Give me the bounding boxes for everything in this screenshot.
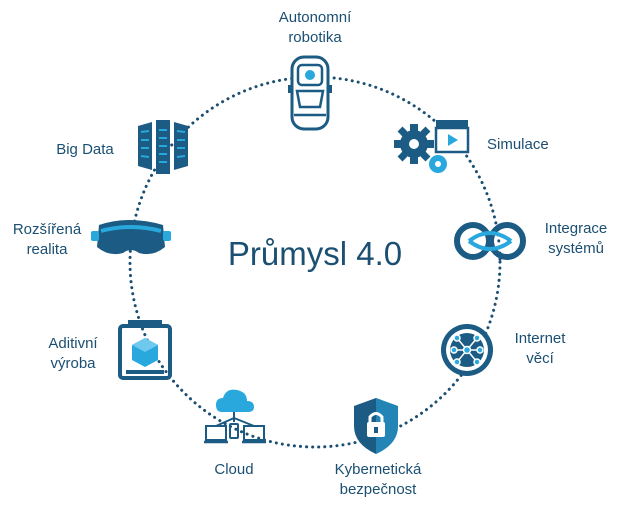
label-robotics-line2: robotika — [288, 29, 342, 46]
label-simulation: Simulace — [487, 135, 607, 155]
cloud-devices-icon — [204, 389, 266, 444]
diagram-title: Průmysl 4.0 — [227, 235, 403, 272]
vr-headset-icon — [91, 220, 171, 255]
label-ar-line2: realita — [26, 241, 68, 258]
label-robotics: Autonomní robotika — [245, 8, 385, 48]
label-cloud: Cloud — [194, 460, 274, 480]
label-security-line2: bezpečnost — [339, 481, 417, 498]
autonomous-robot-icon — [288, 55, 332, 131]
label-cloud-line1: Cloud — [214, 461, 254, 478]
internet-of-things-icon — [441, 324, 493, 376]
label-additive-line2: výroba — [50, 355, 96, 372]
label-additive: Aditivní výroba — [28, 334, 118, 374]
label-robotics-line1: Autonomní — [278, 9, 352, 26]
label-security-line1: Kybernetická — [334, 461, 422, 478]
label-integration: Integrace systémů — [531, 219, 621, 259]
system-integration-icon — [454, 222, 526, 260]
label-integration-line2: systémů — [548, 240, 604, 257]
label-bigdata-line1: Big Data — [56, 141, 114, 158]
label-ar: Rozšířená realita — [2, 220, 92, 260]
label-iot-line1: Internet — [514, 330, 566, 347]
label-security: Kybernetická bezpečnost — [308, 460, 448, 500]
label-integration-line1: Integrace — [544, 220, 608, 237]
label-additive-line1: Aditivní — [48, 335, 98, 352]
label-bigdata: Big Data — [40, 140, 130, 160]
label-ar-line1: Rozšířená — [12, 221, 82, 238]
simulation-gears-icon — [394, 120, 470, 173]
shield-lock-icon — [354, 398, 398, 454]
label-iot-line2: věcí — [526, 350, 554, 367]
label-simulation-line1: Simulace — [487, 136, 549, 153]
3d-printer-icon — [118, 320, 172, 380]
server-racks-icon — [138, 120, 188, 174]
label-iot: Internet věcí — [495, 329, 585, 369]
